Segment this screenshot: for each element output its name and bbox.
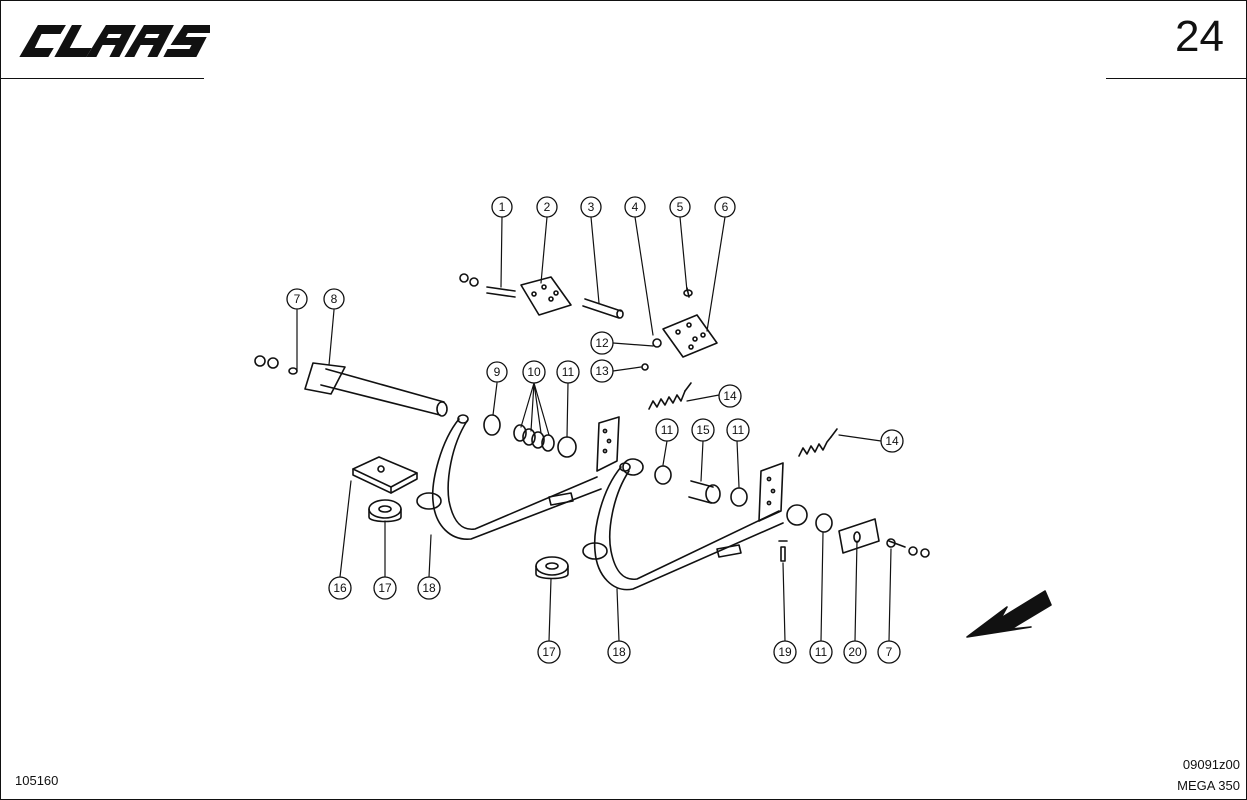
leader-lines xyxy=(296,216,892,642)
callout: 2 xyxy=(536,196,558,218)
callout-label: 4 xyxy=(632,200,639,214)
claas-logo xyxy=(19,25,210,57)
page-number: 24 xyxy=(1175,12,1224,61)
callout: 1 xyxy=(491,196,513,218)
mounting-plate-part xyxy=(641,287,718,371)
callout: 5 xyxy=(669,196,691,218)
grease-nipple-part xyxy=(778,540,788,562)
callout-label: 12 xyxy=(595,336,609,350)
reference-number: 105160 xyxy=(15,773,59,788)
callout: 11 xyxy=(809,640,833,664)
callout: 17 xyxy=(373,576,397,600)
header-rule-left xyxy=(1,78,204,79)
callout: 14 xyxy=(880,429,904,453)
callout: 15 xyxy=(691,418,715,442)
callout-label: 18 xyxy=(422,581,436,595)
callout-group: 1 2 3 4 5 6 7 8 9 10 11 12 13 14 11 15 1… xyxy=(286,196,904,664)
mounting-plate-part xyxy=(459,273,572,316)
callout: 11 xyxy=(726,418,750,442)
callout: 8 xyxy=(323,288,345,310)
callout: 19 xyxy=(773,640,797,664)
callout: 11 xyxy=(655,418,679,442)
callout-label: 17 xyxy=(542,645,556,659)
shaft-part xyxy=(254,355,448,417)
callout-label: 1 xyxy=(499,200,506,214)
callout-label: 8 xyxy=(331,292,338,306)
callout: 12 xyxy=(590,331,614,355)
pin-part xyxy=(582,298,624,319)
callout-label: 11 xyxy=(661,423,674,437)
callout: 7 xyxy=(877,640,901,664)
callout: 18 xyxy=(607,640,631,664)
callout-label: 7 xyxy=(294,292,301,306)
callout-label: 11 xyxy=(732,423,745,437)
header-rule-right xyxy=(1106,78,1246,79)
callout: 20 xyxy=(843,640,867,664)
cover-plate-part xyxy=(838,518,930,558)
callout-label: 3 xyxy=(588,200,595,214)
callout-label: 13 xyxy=(595,364,609,378)
rubber-pad-part xyxy=(352,456,418,494)
callout: 6 xyxy=(714,196,736,218)
callout-label: 5 xyxy=(677,200,684,214)
callout: 10 xyxy=(522,360,546,384)
callout: 18 xyxy=(417,576,441,600)
callout: 11 xyxy=(556,360,580,384)
callout-label: 6 xyxy=(722,200,729,214)
direction-arrow-icon xyxy=(966,590,1052,638)
spring-part xyxy=(648,382,838,457)
callout-label: 11 xyxy=(815,645,828,659)
callout-label: 11 xyxy=(562,365,575,379)
pedal-frame-part xyxy=(416,414,620,540)
callout: 17 xyxy=(537,640,561,664)
callout-label: 15 xyxy=(696,423,710,437)
callout: 14 xyxy=(718,384,742,408)
callout-label: 17 xyxy=(378,581,392,595)
callout: 9 xyxy=(486,361,508,383)
callout-label: 2 xyxy=(544,200,551,214)
callout-label: 9 xyxy=(494,365,501,379)
drawing-code: 09091z00 xyxy=(1182,757,1240,772)
callout-label: 16 xyxy=(333,581,347,595)
callout-label: 20 xyxy=(848,645,862,659)
callout-label: 7 xyxy=(886,645,893,659)
callout-label: 10 xyxy=(527,365,541,379)
pedal-frame-part xyxy=(582,458,808,591)
bushing-part xyxy=(483,414,833,533)
callout: 16 xyxy=(328,576,352,600)
callout: 13 xyxy=(590,359,614,383)
callout-label: 14 xyxy=(723,389,737,403)
rubber-buffer-part xyxy=(368,499,569,580)
callout: 4 xyxy=(624,196,646,218)
callout-label: 14 xyxy=(885,434,899,448)
callout: 7 xyxy=(286,288,308,310)
callout-label: 18 xyxy=(612,645,626,659)
model-name: MEGA 350 xyxy=(1177,778,1240,793)
callout: 3 xyxy=(580,196,602,218)
callout-label: 19 xyxy=(778,645,792,659)
